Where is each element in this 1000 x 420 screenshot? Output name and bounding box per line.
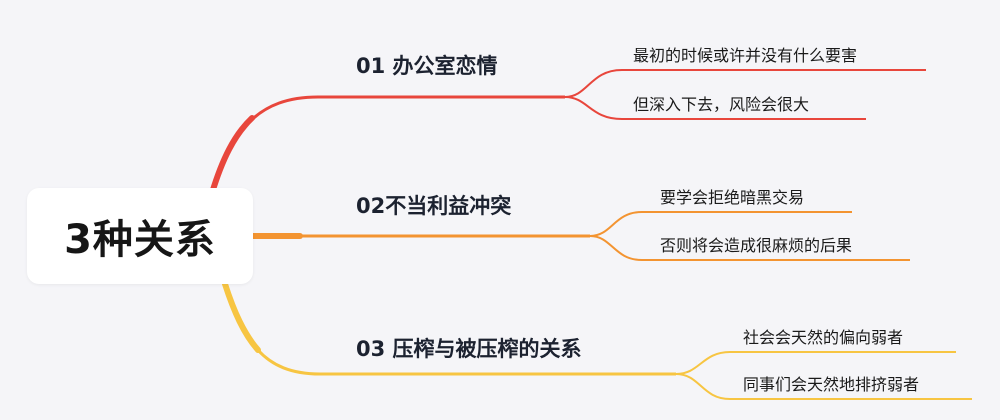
leaf-connector-3-2 <box>675 373 972 400</box>
leaf-label-1-2[interactable]: 但深入下去，风险会很大 <box>633 95 810 114</box>
leaf-label-2-1[interactable]: 要学会拒绝暗黑交易 <box>660 188 805 207</box>
leaf-connector-1-2 <box>564 96 866 120</box>
branch-label-2[interactable]: 02不当利益冲突 <box>356 194 512 218</box>
leaf-connector-1-1 <box>564 69 926 98</box>
root-node[interactable]: 3种关系 <box>27 188 253 284</box>
leaf-label-2-2[interactable]: 否则将会造成很麻烦的后果 <box>660 236 853 255</box>
branch-label-3[interactable]: 03 压榨与被压榨的关系 <box>356 337 582 361</box>
leaf-label-3-2[interactable]: 同事们会天然地排挤弱者 <box>743 375 920 394</box>
leaf-connector-2-1 <box>589 211 852 237</box>
branch-connector-1 <box>210 95 565 194</box>
leaf-label-3-1[interactable]: 社会会天然的偏向弱者 <box>743 328 904 347</box>
leaf-label-1-1[interactable]: 最初的时候或许并没有什么要害 <box>633 46 858 65</box>
root-stem-1 <box>209 115 255 196</box>
root-stem-3 <box>222 281 261 353</box>
branch-label-1[interactable]: 01 办公室恋情 <box>356 54 498 78</box>
root-label: 3种关系 <box>64 217 216 263</box>
leaf-connector-3-1 <box>675 351 956 375</box>
leaf-connector-2-2 <box>589 235 910 261</box>
